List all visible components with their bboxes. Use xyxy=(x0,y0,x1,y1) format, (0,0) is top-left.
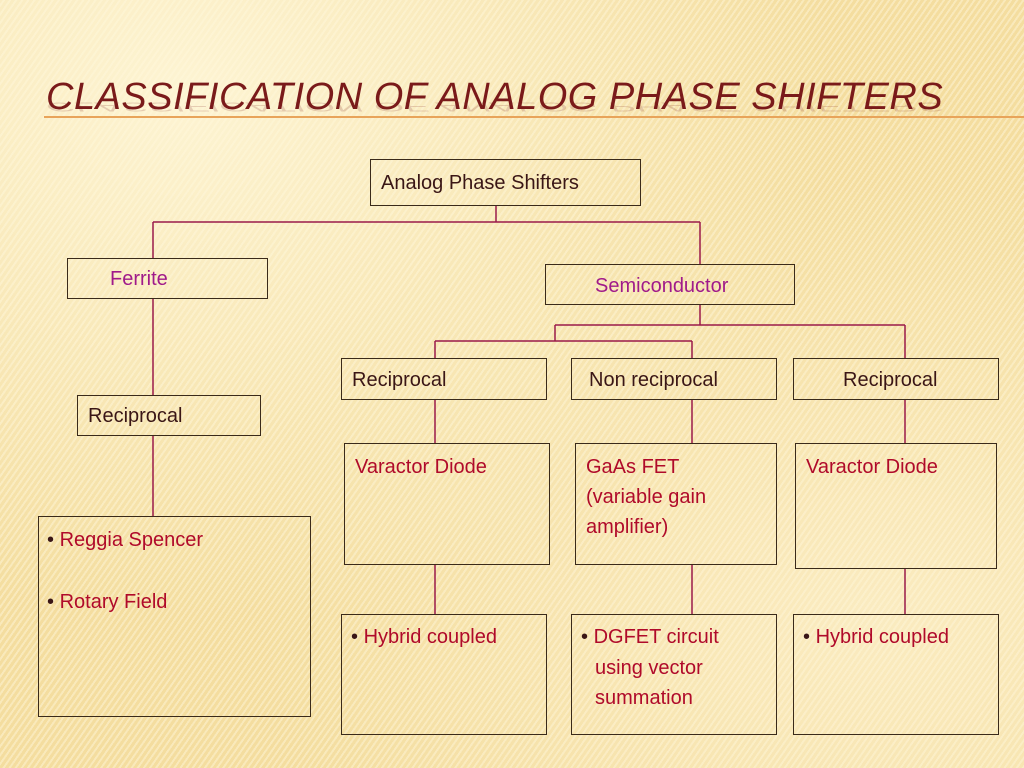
node-semi-nonreciprocal: Non reciprocal xyxy=(571,358,777,400)
node-semiconductor: Semiconductor xyxy=(545,264,795,305)
title-underline xyxy=(44,116,1024,118)
device-reggia-spencer: Reggia Spencer xyxy=(59,529,204,551)
device-line: GaAs FET xyxy=(586,456,680,478)
node-analog-phase-shifters: Analog Phase Shifters xyxy=(370,159,641,206)
node-semi-reciprocal-2: Reciprocal xyxy=(793,358,999,400)
node-ferrite: Ferrite xyxy=(67,258,268,299)
circuit-line: summation xyxy=(595,687,693,709)
node-hybrid-coupled-2: • Hybrid coupled xyxy=(793,614,999,735)
node-gaas-fet: GaAs FET (variable gain amplifier) xyxy=(575,443,777,565)
node-label: Non reciprocal xyxy=(589,369,718,391)
node-label: Semiconductor xyxy=(595,275,729,297)
node-label: Reciprocal xyxy=(843,369,938,391)
list-item: • Rotary Field xyxy=(47,587,167,617)
node-label: Ferrite xyxy=(110,268,168,290)
list-item: • Hybrid coupled xyxy=(803,622,949,652)
node-label: Varactor Diode xyxy=(806,456,938,478)
node-label: Varactor Diode xyxy=(355,456,487,478)
node-label: Analog Phase Shifters xyxy=(381,172,579,194)
node-varactor-diode-1: Varactor Diode xyxy=(344,443,550,565)
device-line: amplifier) xyxy=(586,516,669,538)
slide-title: CLASSIFICATION OF ANALOG PHASE SHIFTERS xyxy=(46,76,944,118)
device-rotary-field: Rotary Field xyxy=(59,591,168,613)
node-ferrite-devices: • Reggia Spencer • Rotary Field xyxy=(38,516,311,717)
list-item: • DGFET circuit xyxy=(581,622,719,652)
list-item: • Hybrid coupled xyxy=(351,622,497,652)
bullet-icon: • xyxy=(581,626,589,648)
node-hybrid-coupled-1: • Hybrid coupled xyxy=(341,614,547,735)
node-dgfet-circuit: • DGFET circuit using vector summation xyxy=(571,614,777,735)
node-label: Reciprocal xyxy=(88,405,183,427)
circuit-line: DGFET circuit xyxy=(593,626,719,648)
list-item: • Reggia Spencer xyxy=(47,525,203,555)
bullet-icon: • xyxy=(351,626,359,648)
bullet-icon: • xyxy=(803,626,811,648)
node-label: Reciprocal xyxy=(352,369,447,391)
node-ferrite-reciprocal: Reciprocal xyxy=(77,395,261,436)
circuit-line: using vector xyxy=(595,657,703,679)
node-semi-reciprocal-1: Reciprocal xyxy=(341,358,547,400)
circuit-label: Hybrid coupled xyxy=(815,626,949,648)
device-line: (variable gain xyxy=(586,486,707,508)
circuit-label: Hybrid coupled xyxy=(363,626,497,648)
node-varactor-diode-2: Varactor Diode xyxy=(795,443,997,569)
bullet-icon: • xyxy=(47,591,55,613)
bullet-icon: • xyxy=(47,529,55,551)
